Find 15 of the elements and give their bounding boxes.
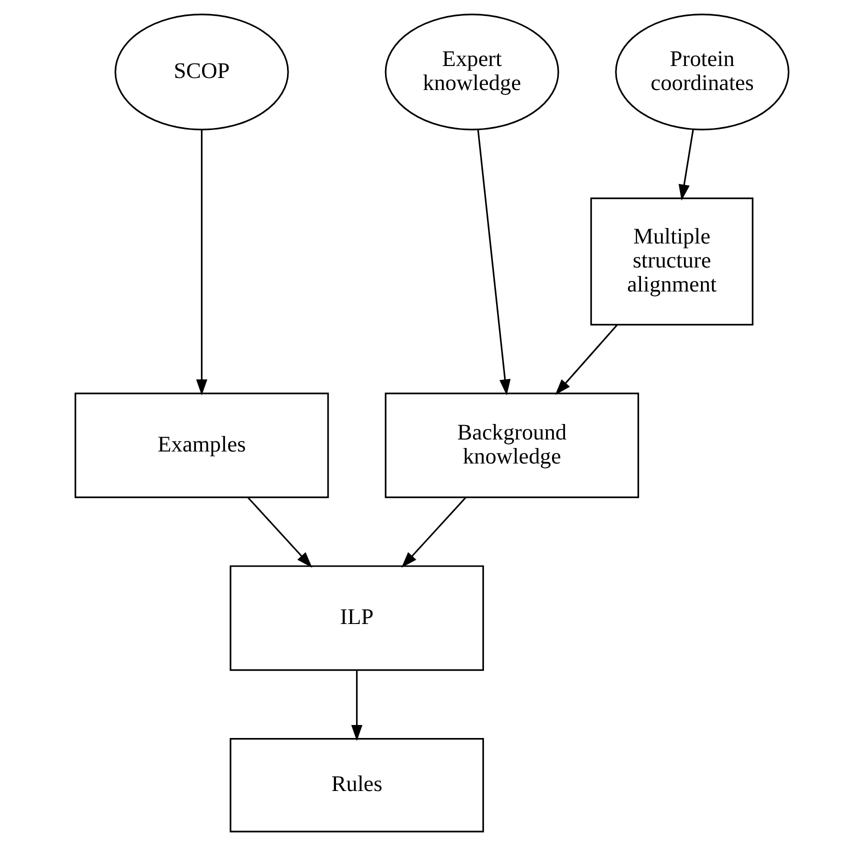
arrow xyxy=(678,129,694,201)
arrow xyxy=(196,130,207,396)
node-box: ILP xyxy=(229,565,484,671)
arrow xyxy=(400,496,466,568)
node-ellipse: SCOP xyxy=(114,14,288,130)
node-box: Rules xyxy=(229,738,484,832)
arrow xyxy=(246,496,312,568)
node-box: Background knowledge xyxy=(384,392,639,498)
node-ellipse: Protein coordinates xyxy=(614,14,789,130)
node-ellipse: Expert knowledge xyxy=(384,14,559,130)
arrow xyxy=(554,324,618,395)
arrow xyxy=(476,130,510,396)
node-box: Examples xyxy=(74,392,328,498)
arrow xyxy=(350,670,362,741)
node-box: Multiple structure alignment xyxy=(590,198,753,326)
